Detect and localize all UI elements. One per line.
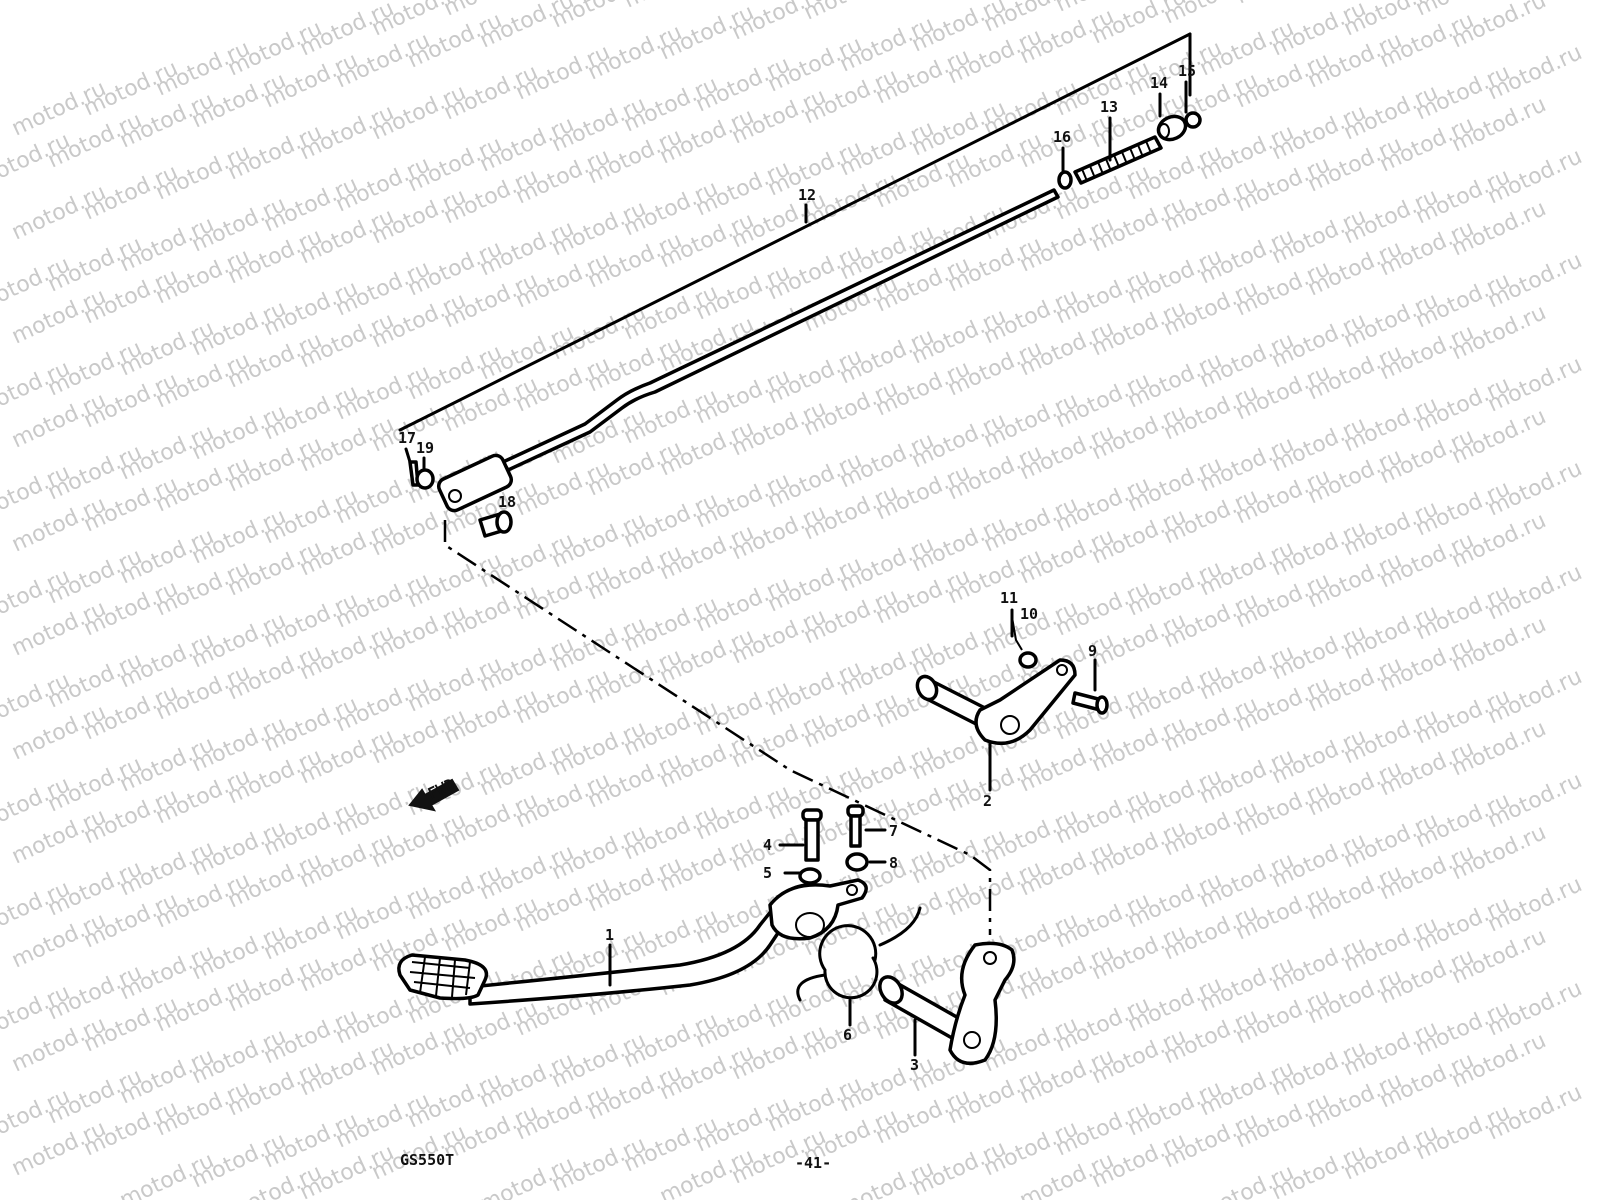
pedal-shaft-lever xyxy=(878,941,1016,1066)
joint-pin-15 xyxy=(1184,111,1202,129)
assembly-lines xyxy=(398,32,1192,935)
watermark-text: motod.ru xyxy=(620,0,722,13)
callout-18: 18 xyxy=(498,493,516,511)
callout-8: 8 xyxy=(889,854,898,872)
model-label: GS550T xyxy=(400,1151,454,1169)
callout-15: 15 xyxy=(1178,62,1196,80)
watermark-text: motod.ru xyxy=(1448,0,1550,53)
watermark-text: motod.ru xyxy=(800,0,902,25)
clevis-pin-18 xyxy=(478,510,513,538)
callout-16: 16 xyxy=(1053,128,1071,146)
callout-3: 3 xyxy=(910,1056,919,1074)
brake-pedal xyxy=(397,878,868,1006)
watermark-text: motod.ru xyxy=(872,0,974,5)
callout-19: 19 xyxy=(416,439,434,457)
callout-labels: 1 2 3 4 5 6 7 8 9 10 11 12 13 14 15 16 1… xyxy=(398,62,1196,1074)
return-spring-13 xyxy=(1073,135,1163,185)
callout-12: 12 xyxy=(798,186,816,204)
callout-17: 17 xyxy=(398,429,416,447)
nut-8 xyxy=(845,852,887,872)
callout-5: 5 xyxy=(763,864,772,882)
pivot-bolt-4 xyxy=(778,808,823,862)
callout-13: 13 xyxy=(1100,98,1118,116)
callout-11: 11 xyxy=(1000,589,1018,607)
callout-14: 14 xyxy=(1150,74,1168,92)
callout-10: 10 xyxy=(1020,605,1038,623)
page-number: -41- xyxy=(795,1154,831,1172)
callout-6: 6 xyxy=(843,1026,852,1044)
adjuster-bolt-7 xyxy=(846,804,887,848)
callout-2: 2 xyxy=(983,792,992,810)
callout-4: 4 xyxy=(763,836,772,854)
watermark-text: motod.ru xyxy=(1232,0,1334,9)
brake-cam-lever xyxy=(915,658,1077,792)
lever-fasteners xyxy=(1011,616,1109,715)
adjust-nut-14 xyxy=(1156,114,1188,142)
pedal-return-spring xyxy=(796,906,922,1027)
washer-5 xyxy=(783,867,822,885)
callout-9: 9 xyxy=(1088,642,1097,660)
leader-lines xyxy=(404,80,1188,638)
lever-bolt-9 xyxy=(1071,691,1109,715)
callout-1: 1 xyxy=(605,926,614,944)
pedal-bolts xyxy=(778,804,887,885)
rod-end-parts xyxy=(1057,111,1202,190)
brake-rod xyxy=(436,188,1060,513)
callout-7: 7 xyxy=(889,822,898,840)
